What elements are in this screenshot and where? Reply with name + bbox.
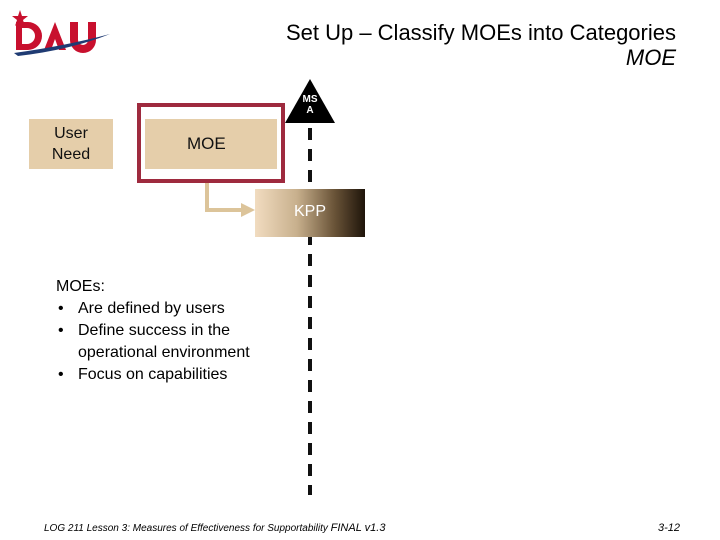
moe-highlight-frame — [137, 103, 285, 183]
kpp-label: KPP — [293, 203, 326, 220]
list-item: • Are defined by users — [56, 298, 250, 320]
user-need-line-1: User — [54, 125, 88, 142]
title-line-2: MOE — [625, 45, 676, 70]
milestone-a-marker: MS A — [285, 79, 335, 123]
page-number: 3-12 — [657, 522, 680, 534]
dau-logo — [10, 8, 120, 60]
bullet-icon: • — [58, 322, 64, 339]
arrow-head-icon — [241, 203, 255, 217]
moes-notes: MOEs: • Are defined by users • Define su… — [56, 276, 250, 386]
bullet-text: Define success in the — [78, 322, 231, 339]
moes-bullet-list: • Are defined by users • Define success … — [56, 298, 250, 386]
bullet-text: Are defined by users — [78, 300, 225, 317]
footer-course: LOG 211 Lesson 3: Measures of Effectiven… — [44, 522, 385, 534]
bullet-text: Focus on capabilities — [78, 366, 228, 383]
bullet-icon: • — [58, 366, 64, 383]
title-line-1: Set Up – Classify MOEs into Categories — [285, 20, 676, 45]
moe-box: MOE — [145, 119, 277, 169]
bullet-text-continued: operational environment — [78, 344, 250, 361]
list-item: • Focus on capabilities — [56, 364, 250, 386]
star-icon — [12, 10, 28, 26]
triangle-icon — [285, 79, 335, 123]
user-need-line-2: Need — [51, 146, 91, 163]
footer-course-title: LOG 211 Lesson 3: Measures of Effectiven… — [44, 523, 328, 534]
user-need-box: User Need — [29, 119, 113, 169]
bullet-icon: • — [58, 300, 64, 317]
moe-label: MOE — [187, 134, 226, 153]
milestone-line-2: A — [306, 105, 314, 116]
milestone-line-1: MS — [302, 94, 318, 105]
footer-version: FINAL v1.3 — [330, 522, 386, 534]
slide-title: Set Up – Classify MOEs into Categories M… — [286, 20, 676, 70]
kpp-box: KPP — [255, 189, 365, 237]
list-item: • Define success in the operational envi… — [56, 320, 250, 364]
moes-heading: MOEs: — [56, 278, 105, 295]
